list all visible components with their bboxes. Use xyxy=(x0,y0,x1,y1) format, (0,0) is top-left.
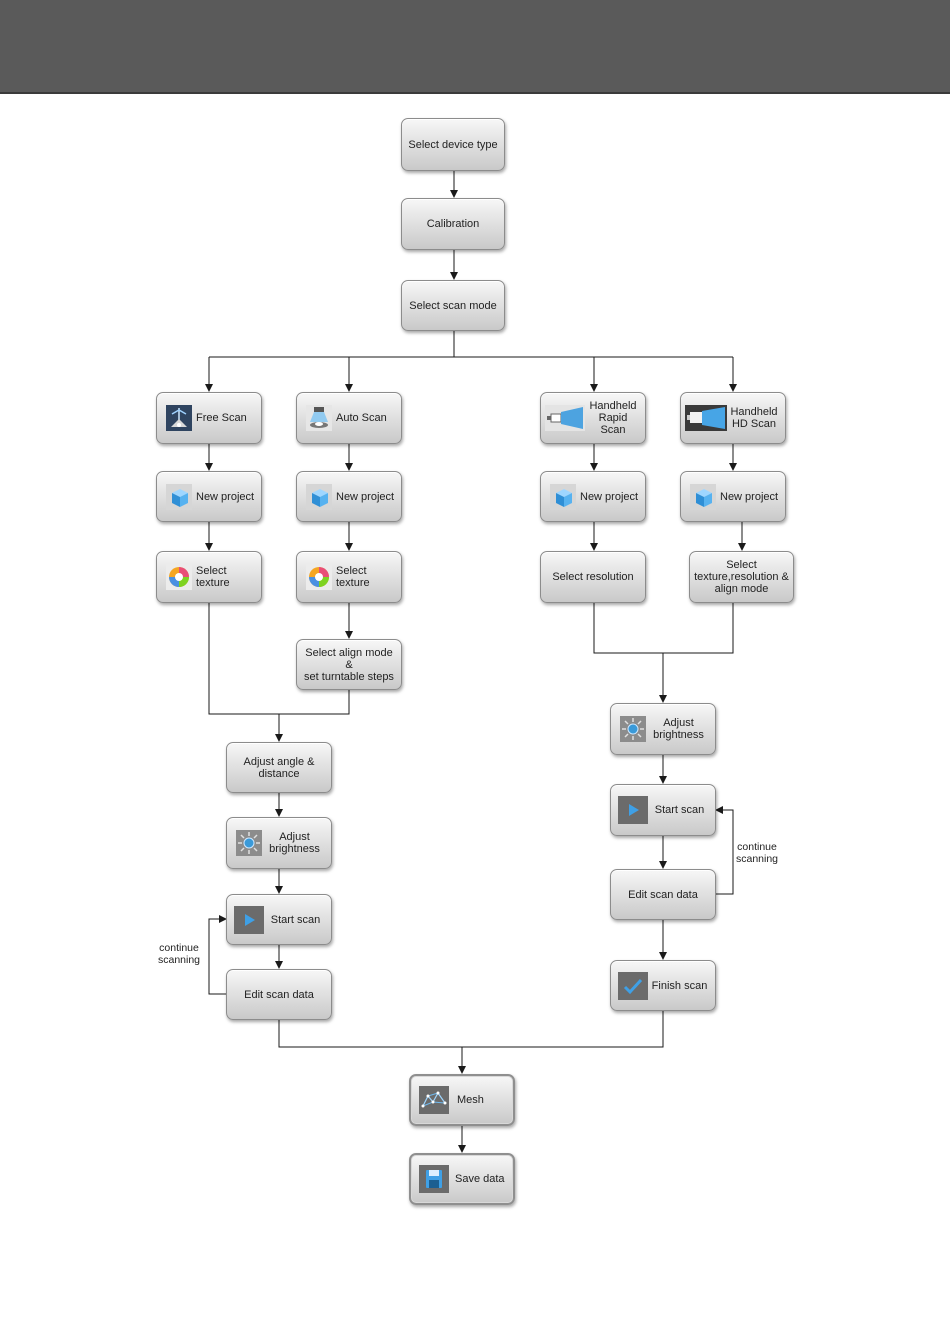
save-data-label: Save data xyxy=(455,1173,505,1185)
page-header-band xyxy=(0,0,950,94)
left-continue-scanning-label: continue scanning xyxy=(157,942,201,966)
hd-new-project-node: New project xyxy=(680,471,786,522)
select-device-type-label: Select device type xyxy=(408,138,498,151)
left-adjust-angle-distance-label: Adjust angle & distance xyxy=(243,755,315,780)
auto-scan-label: Auto Scan xyxy=(336,412,387,424)
checkmark-icon xyxy=(618,971,648,1000)
line-bottom-merge xyxy=(278,1011,664,1048)
right-continue-scanning-label: continue scanning xyxy=(735,841,779,865)
handheld-hd-scan-node: Handheld HD Scan xyxy=(680,392,786,444)
rapid-select-resolution-label: Select resolution xyxy=(552,571,634,583)
auto-select-texture-label: Select texture xyxy=(336,565,370,589)
texture-palette-icon xyxy=(166,564,192,590)
floppy-disk-icon xyxy=(419,1165,449,1193)
arrow-left-continue-loop xyxy=(208,915,227,995)
mesh-node: Mesh xyxy=(409,1074,515,1126)
line-right-merge xyxy=(593,603,734,654)
hd-new-project-label: New project xyxy=(720,490,779,503)
free-scan-label: Free Scan xyxy=(196,412,247,424)
select-scan-mode-node: Select scan mode xyxy=(401,280,505,331)
free-new-project-node: New project xyxy=(156,471,262,522)
right-edit-scan-data-node: Edit scan data xyxy=(610,869,716,920)
mesh-label: Mesh xyxy=(457,1094,484,1106)
left-start-scan-label: Start scan xyxy=(270,913,321,926)
cube-icon xyxy=(690,483,716,510)
right-start-scan-label: Start scan xyxy=(654,804,705,816)
left-edit-scan-data-label: Edit scan data xyxy=(244,988,314,1001)
cube-icon xyxy=(166,483,192,510)
left-adjust-brightness-node: Adjust brightness xyxy=(226,817,332,869)
brightness-icon xyxy=(620,716,646,742)
arrow-right-continue-loop xyxy=(715,806,734,895)
free-new-project-label: New project xyxy=(196,490,255,503)
play-icon xyxy=(618,796,648,824)
auto-select-texture-node: Select texture xyxy=(296,551,402,603)
brightness-icon xyxy=(236,830,262,856)
free-scan-icon xyxy=(166,405,192,431)
right-adjust-brightness-node: Adjust brightness xyxy=(610,703,716,755)
cube-icon xyxy=(306,483,332,510)
handheld-rapid-scan-label: Handheld Rapid Scan xyxy=(589,400,637,436)
right-edit-scan-data-label: Edit scan data xyxy=(628,888,698,901)
hd-select-texture-resolution-align-node: Select texture,resolution & align mode xyxy=(689,551,794,603)
select-scan-mode-label: Select scan mode xyxy=(409,299,497,312)
mesh-icon xyxy=(419,1086,449,1114)
hd-select-texture-resolution-align-label: Select texture,resolution & align mode xyxy=(694,559,789,595)
right-finish-scan-node: Finish scan xyxy=(610,960,716,1011)
auto-new-project-node: New project xyxy=(296,471,402,522)
rapid-new-project-node: New project xyxy=(540,471,646,522)
rapid-new-project-label: New project xyxy=(580,490,639,503)
auto-select-align-turntable-node: Select align mode & set turntable steps xyxy=(296,639,402,690)
handheld-hd-scan-label: Handheld HD Scan xyxy=(730,406,778,430)
cube-icon xyxy=(550,483,576,510)
free-scan-node: Free Scan xyxy=(156,392,262,444)
free-select-texture-label: Select texture xyxy=(196,565,230,589)
save-data-node: Save data xyxy=(409,1153,515,1205)
auto-select-align-turntable-label: Select align mode & set turntable steps xyxy=(304,646,394,683)
rapid-select-resolution-node: Select resolution xyxy=(540,551,646,603)
texture-palette-icon xyxy=(306,564,332,590)
auto-scan-icon xyxy=(306,405,332,431)
handheld-rapid-scan-icon xyxy=(545,405,585,431)
right-start-scan-node: Start scan xyxy=(610,784,716,836)
select-device-type-node: Select device type xyxy=(401,118,505,171)
calibration-label: Calibration xyxy=(426,218,480,230)
handheld-rapid-scan-node: Handheld Rapid Scan xyxy=(540,392,646,444)
left-start-scan-node: Start scan xyxy=(226,894,332,945)
auto-new-project-label: New project xyxy=(336,490,395,503)
auto-scan-node: Auto Scan xyxy=(296,392,402,444)
handheld-hd-scan-icon xyxy=(685,405,727,431)
free-select-texture-node: Select texture xyxy=(156,551,262,603)
left-edit-scan-data-node: Edit scan data xyxy=(226,969,332,1020)
play-icon xyxy=(234,905,264,934)
right-adjust-brightness-label: Adjust brightness xyxy=(653,717,704,741)
left-adjust-brightness-label: Adjust brightness xyxy=(269,831,320,855)
calibration-node: Calibration xyxy=(401,198,505,250)
right-finish-scan-label: Finish scan xyxy=(651,979,708,992)
left-adjust-angle-distance-node: Adjust angle & distance xyxy=(226,742,332,793)
